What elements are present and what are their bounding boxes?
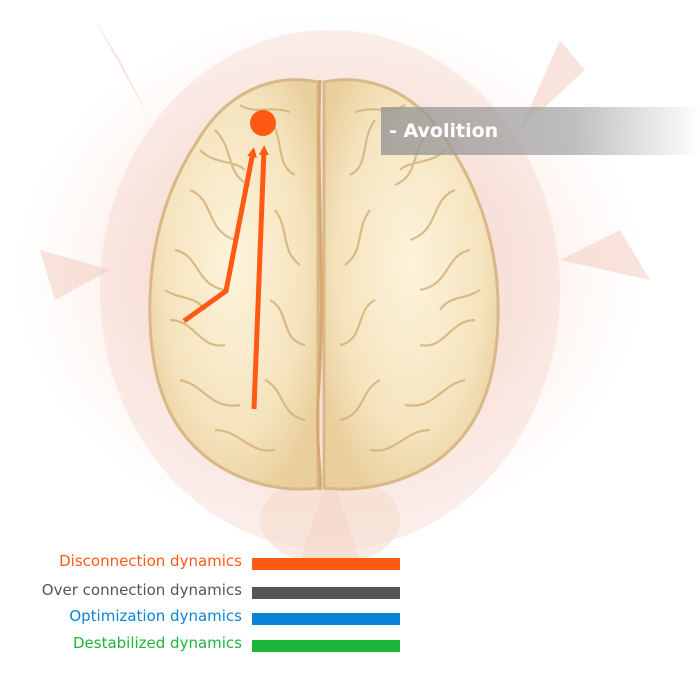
legend-label-over-connection: Over connection dynamics (41, 581, 242, 599)
brain-illustration (148, 78, 500, 491)
disconnection-arrows (182, 110, 276, 410)
legend-swatch-optimization (252, 613, 400, 625)
avolition-callout: - Avolition (381, 107, 700, 155)
legend-item: Optimization dynamics (0, 605, 700, 631)
legend-label-destabilized: Destabilized dynamics (72, 634, 242, 652)
legend-label-optimization: Optimization dynamics (69, 607, 242, 625)
arrow-center-path (251, 145, 269, 410)
legend-item: Disconnection dynamics (0, 550, 700, 576)
legend-item: Destabilized dynamics (0, 632, 700, 658)
legend-swatch-over-connection (252, 587, 400, 599)
legend-swatch-disconnection (252, 558, 400, 570)
avolition-label: - Avolition (389, 120, 499, 142)
legend-swatch-destabilized (252, 640, 400, 652)
arrow-left-path (182, 147, 257, 324)
legend-item: Over connection dynamics (0, 579, 700, 605)
avolition-target-dot (250, 110, 276, 136)
legend-label-disconnection: Disconnection dynamics (59, 552, 242, 570)
